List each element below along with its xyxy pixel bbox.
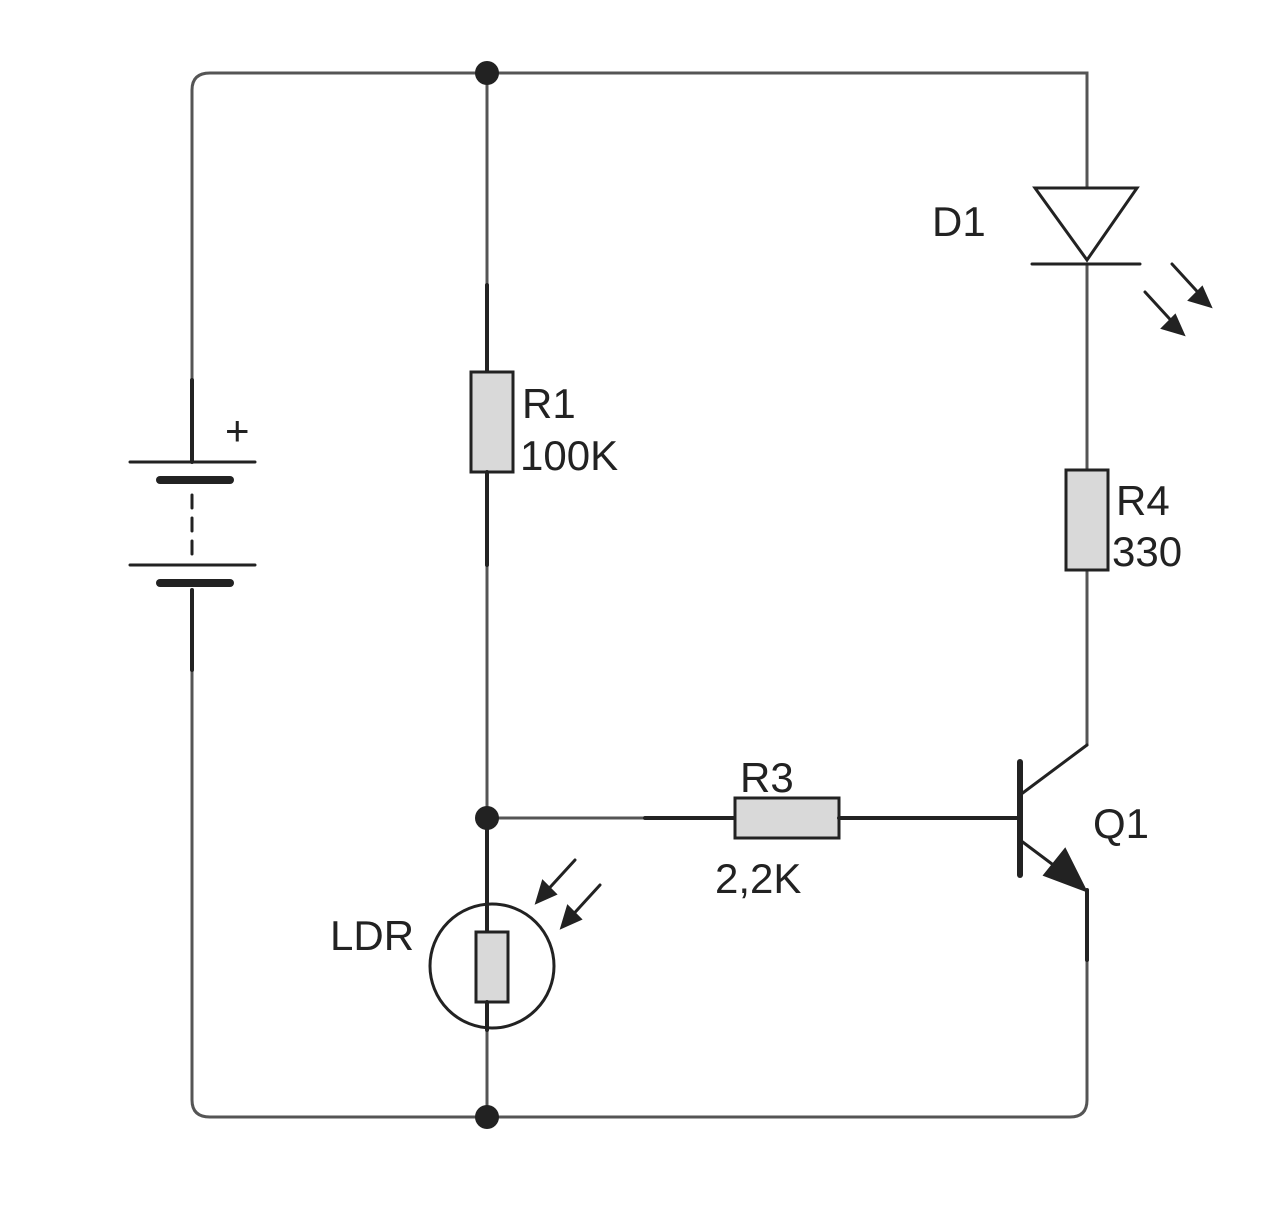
junction-nodes: [475, 61, 499, 1129]
led-d1: D1: [932, 186, 1213, 337]
r1-value-label: 100K: [520, 432, 618, 479]
r3-value-label: 2,2K: [715, 855, 801, 902]
q1-emitter-arrowhead: [1042, 847, 1089, 893]
resistor-r1: R1 100K: [469, 283, 618, 567]
r3-body: [733, 796, 841, 840]
junction-divider: [475, 806, 499, 830]
junction-bottom: [475, 1105, 499, 1129]
r4-value-label: 330: [1112, 528, 1182, 575]
junction-top: [475, 61, 499, 85]
q1-collector: [1018, 743, 1089, 797]
battery: +: [128, 378, 257, 672]
top-rail-wire: [190, 71, 1089, 382]
d1-ref-label: D1: [932, 198, 986, 245]
wires: [190, 71, 1089, 1119]
ldr: LDR: [330, 816, 602, 1032]
r4-body: [1064, 468, 1110, 572]
d1-triangle: [1032, 186, 1140, 263]
resistor-r4: R4 330: [1064, 468, 1182, 575]
bottom-rail-wire: [190, 668, 1089, 1119]
transistor-q1: Q1: [1017, 743, 1149, 962]
d1-ray-arrowhead-2: [1160, 313, 1186, 337]
resistor-r3: R3 2,2K: [643, 754, 1022, 902]
ldr-ray-arrowhead-2: [559, 904, 583, 930]
d1-ray-arrowhead-1: [1187, 285, 1213, 309]
ldr-circle: [428, 902, 556, 1030]
ldr-ref-label: LDR: [330, 912, 414, 959]
ldr-body: [474, 930, 510, 1004]
battery-polarity-label: +: [225, 407, 250, 454]
q1-ref-label: Q1: [1093, 800, 1149, 847]
r4-ref-label: R4: [1116, 477, 1170, 524]
r3-ref-label: R3: [740, 754, 794, 801]
ldr-ray-arrowhead-1: [534, 879, 558, 905]
r1-body: [469, 370, 515, 474]
r1-ref-label: R1: [522, 380, 576, 427]
